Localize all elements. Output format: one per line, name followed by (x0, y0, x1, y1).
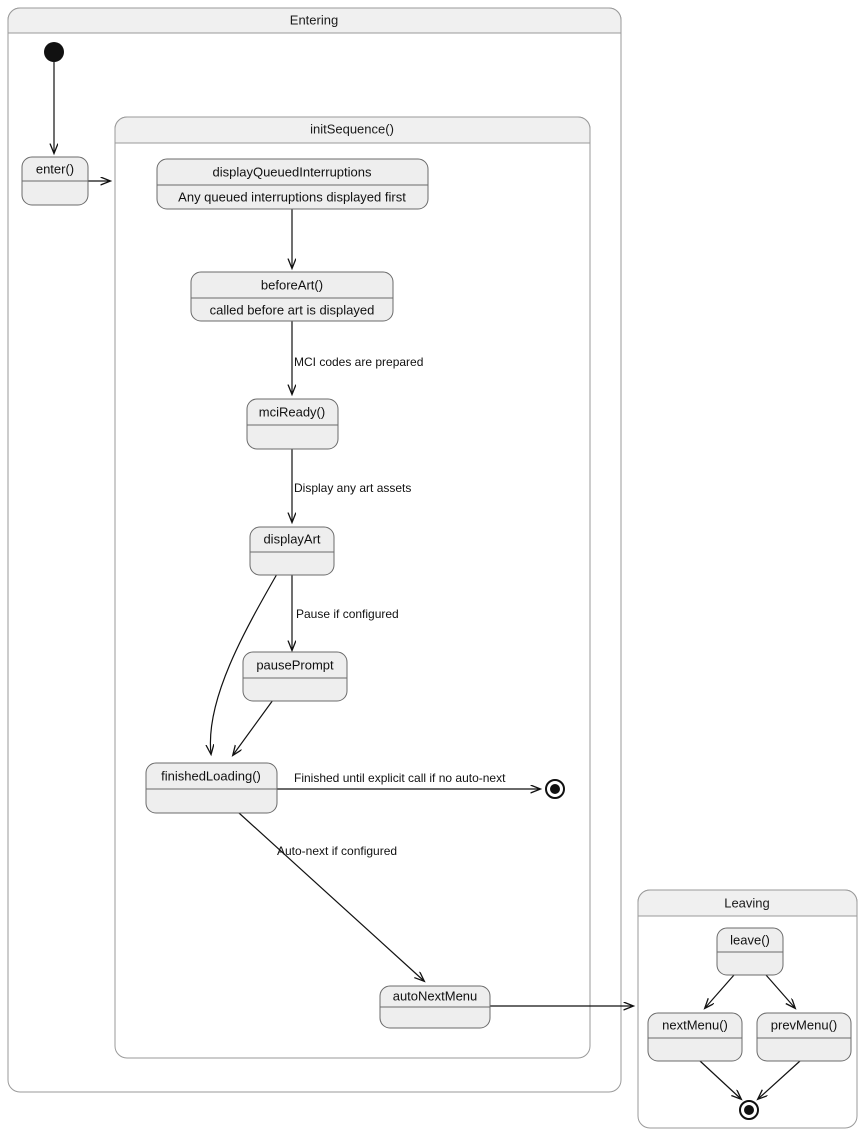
node-final-leaving (739, 1100, 759, 1120)
frame-init-sequence: initSequence() (114, 116, 591, 1059)
state-prev-menu[interactable]: prevMenu() (756, 1012, 852, 1062)
state-next-menu[interactable]: nextMenu() (647, 1012, 743, 1062)
state-pause-prompt-box[interactable] (242, 651, 348, 702)
edges-layer (54, 62, 801, 1099)
node-initial-start (44, 42, 64, 62)
frame-leaving-body (637, 889, 858, 1129)
edge-labels-layer: MCI codes are prepared Display any art a… (277, 355, 506, 858)
state-next-menu-title: nextMenu() (662, 1017, 728, 1032)
state-display-art-title: displayArt (263, 531, 320, 546)
frame-entering-header (7, 7, 622, 34)
state-prev-menu-box[interactable] (756, 1012, 852, 1062)
state-before-art-box[interactable] (190, 271, 394, 322)
state-mci-ready[interactable]: mciReady() (246, 398, 339, 450)
state-prev-menu-title: prevMenu() (771, 1017, 837, 1032)
edge-leave-to-prev-menu (765, 974, 795, 1008)
node-final-entering (545, 779, 565, 799)
frame-leaving-title: Leaving (724, 895, 770, 910)
state-display-queued-interruptions-title: displayQueuedInterruptions (213, 164, 372, 179)
state-leave[interactable]: leave() (716, 927, 784, 976)
state-before-art-desc: called before art is displayed (210, 302, 375, 317)
edge-label-display-art-assets: Display any art assets (294, 481, 411, 495)
final-state-inner-dot-icon (550, 784, 560, 794)
state-display-queued-interruptions-box[interactable] (156, 158, 429, 210)
frame-leaving: Leaving (637, 889, 858, 1129)
state-enter-title: enter() (36, 161, 74, 176)
edge-next-menu-to-final (699, 1060, 741, 1099)
edge-label-auto-next-if-configured: Auto-next if configured (277, 844, 397, 858)
state-auto-next-menu[interactable]: autoNextMenu (379, 985, 491, 1029)
edge-label-mci-codes: MCI codes are prepared (294, 355, 423, 369)
edge-prev-menu-to-final (758, 1060, 801, 1099)
frame-entering-title: Entering (290, 12, 338, 27)
state-pause-prompt-title: pausePrompt (256, 657, 334, 672)
initial-state-icon (44, 42, 64, 62)
frame-init-sequence-header (114, 116, 591, 144)
state-mci-ready-box[interactable] (246, 398, 339, 450)
state-finished-loading[interactable]: finishedLoading() (145, 762, 278, 814)
state-finished-loading-title: finishedLoading() (161, 768, 261, 783)
edge-leave-to-next-menu (705, 974, 735, 1008)
edge-pause-prompt-to-finished-loading (233, 699, 274, 755)
state-display-art[interactable]: displayArt (249, 526, 335, 576)
edge-label-finished-until-explicit: Finished until explicit call if no auto-… (294, 771, 506, 785)
edge-finished-loading-to-auto-next-menu (238, 812, 424, 981)
state-display-queued-interruptions-desc: Any queued interruptions displayed first (178, 189, 406, 204)
edge-display-art-to-finished-loading (210, 573, 278, 754)
edge-label-pause-if-configured: Pause if configured (296, 607, 399, 621)
state-display-art-box[interactable] (249, 526, 335, 576)
state-enter[interactable]: enter() (21, 156, 89, 206)
state-leave-title: leave() (730, 932, 770, 947)
final-state-inner-dot-icon (744, 1105, 754, 1115)
frame-init-sequence-title: initSequence() (310, 121, 394, 136)
state-before-art-title: beforeArt() (261, 277, 323, 292)
state-before-art[interactable]: beforeArt() called before art is display… (190, 271, 394, 322)
frame-leaving-header (637, 889, 858, 917)
state-pause-prompt[interactable]: pausePrompt (242, 651, 348, 702)
state-next-menu-box[interactable] (647, 1012, 743, 1062)
state-finished-loading-box[interactable] (145, 762, 278, 814)
state-mci-ready-title: mciReady() (259, 404, 325, 419)
state-display-queued-interruptions[interactable]: displayQueuedInterruptions Any queued in… (156, 158, 429, 210)
state-auto-next-menu-title: autoNextMenu (393, 988, 478, 1003)
